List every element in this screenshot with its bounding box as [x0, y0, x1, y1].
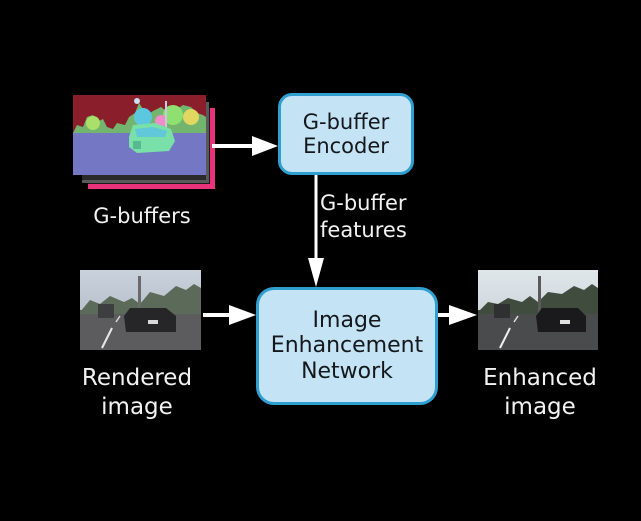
arrow-network-to-enhanced [438, 305, 477, 325]
rendered-line-1: Rendered [81, 365, 193, 391]
arrow-gbuffers-to-encoder [212, 136, 278, 156]
gbuffer-features-label: G-buffer features [320, 190, 430, 245]
encoder-line-2: Encoder [303, 134, 389, 158]
enhanced-line-1: Enhanced [483, 365, 597, 391]
gbuffer-normals-image [73, 95, 206, 175]
enhanced-image-thumbnail [478, 270, 598, 350]
encoder-line-1: G-buffer [302, 109, 390, 134]
enhanced-line-2: image [504, 393, 576, 420]
rendered-line-2: image [101, 393, 173, 420]
arrow-rendered-to-network [203, 305, 256, 325]
ien-line-3: Network [301, 358, 393, 384]
arrow-encoder-to-network [308, 175, 324, 287]
gbuffer-features-line-1: G-buffer [320, 191, 407, 215]
ien-line-1: Image [312, 308, 382, 334]
image-enhancement-network-node: Image Enhancement Network [256, 287, 438, 405]
gbuffer-encoder-node: G-buffer Encoder [278, 93, 414, 175]
gbuffer-features-line-2: features [320, 218, 407, 243]
gbuffers-label: G-buffers [72, 203, 212, 229]
ien-line-2: Enhancement [270, 333, 424, 359]
rendered-image-thumbnail [80, 270, 201, 350]
enhanced-image-label: Enhanced image [460, 364, 620, 422]
rendered-image-label: Rendered image [62, 364, 212, 422]
gbuffers-label-text: G-buffers [93, 204, 191, 228]
